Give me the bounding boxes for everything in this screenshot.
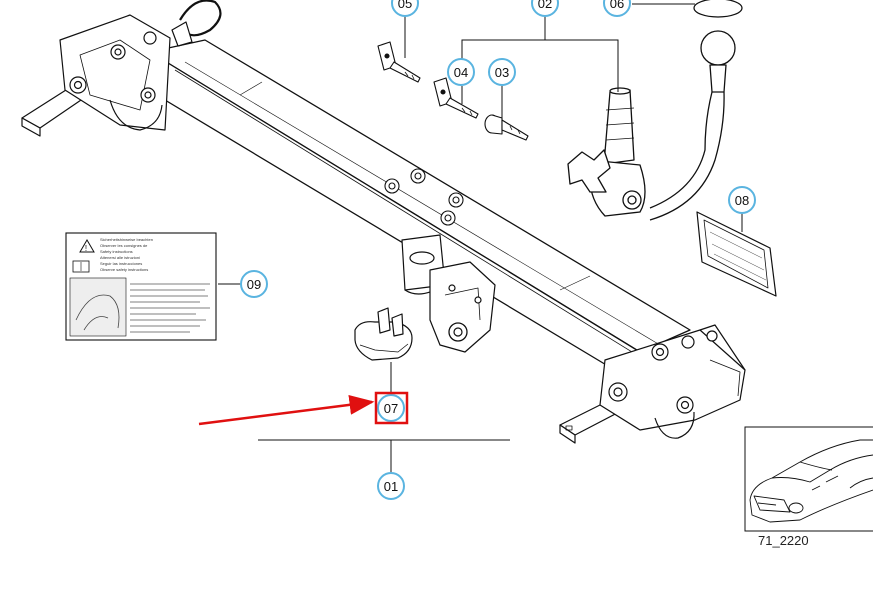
label-line-4: Attenersi alle istruzioni — [100, 255, 140, 260]
callout-05[interactable]: 05 — [391, 0, 419, 17]
label-line-2: Observer les consignes de — [100, 243, 148, 248]
callout-06[interactable]: 06 — [603, 0, 631, 17]
diagram-reference-number: 71_2220 — [758, 533, 809, 548]
svg-text:!: ! — [85, 244, 87, 253]
label-line-6: Observe safety instructions — [100, 267, 148, 272]
label-line-5: Seguir las instrucciones — [100, 261, 142, 266]
callout-09-label: 09 — [247, 277, 261, 292]
callout-04-label: 04 — [454, 65, 468, 80]
callout-06-label: 06 — [610, 0, 624, 11]
callout-07-label: 07 — [384, 401, 398, 416]
callout-05-label: 05 — [398, 0, 412, 11]
callout-03[interactable]: 03 — [488, 58, 516, 86]
beam-center-bolts — [384, 168, 464, 226]
warning-label-text: Sicherheitshinweise beachten Observer le… — [100, 237, 153, 272]
left-mounting-bracket — [21, 0, 222, 137]
part-06-cap — [693, 0, 743, 18]
part-08-cover-plate — [696, 211, 777, 297]
part-02-detachable-ball-neck — [567, 30, 736, 221]
part-04-key — [433, 77, 479, 119]
callout-03-label: 03 — [495, 65, 509, 80]
callout-01-label: 01 — [384, 479, 398, 494]
highlight-arrow — [198, 394, 375, 426]
part-09-warning-label: ! Sicherheitshinweise beachten Observer … — [65, 232, 217, 341]
callout-08[interactable]: 08 — [728, 186, 756, 214]
callout-09[interactable]: 09 — [240, 270, 268, 298]
ball-socket-receiver — [401, 234, 496, 353]
callout-04[interactable]: 04 — [447, 58, 475, 86]
callout-07[interactable]: 07 — [377, 394, 405, 422]
right-mounting-bracket — [559, 324, 746, 444]
callout-01[interactable]: 01 — [377, 472, 405, 500]
part-07-socket-cover — [354, 307, 413, 361]
part-05-key — [377, 41, 421, 83]
part-03-lock-cylinder — [484, 114, 529, 141]
callout-02[interactable]: 02 — [531, 0, 559, 17]
leader-lines — [218, 3, 743, 473]
highlight-box — [374, 391, 409, 425]
vehicle-thumbnail — [744, 426, 873, 532]
label-line-1: Sicherheitshinweise beachten — [100, 237, 153, 242]
label-line-3: Safety instructions — [100, 249, 133, 254]
callout-08-label: 08 — [735, 193, 749, 208]
callout-02-label: 02 — [538, 0, 552, 11]
